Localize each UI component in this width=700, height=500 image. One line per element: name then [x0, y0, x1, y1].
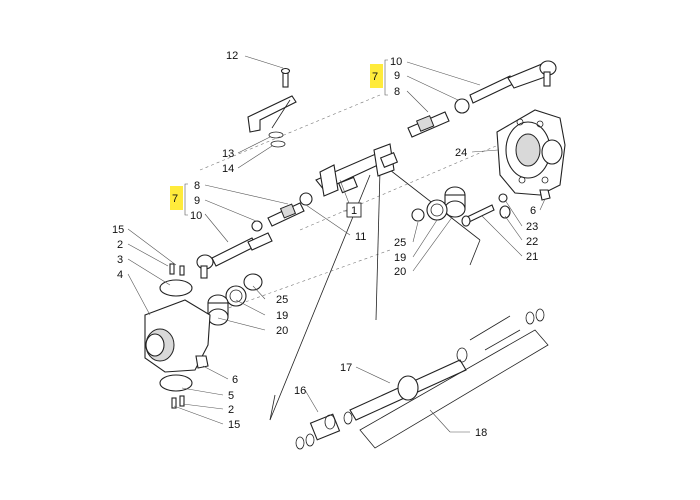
reference-box-1	[346, 202, 362, 218]
center-bracket	[315, 143, 399, 197]
right-inner-rod	[407, 111, 450, 138]
shaft-housing-18	[359, 315, 549, 449]
callout-2-bottom: 2	[228, 404, 234, 416]
callout-25-left: 25	[276, 294, 288, 306]
ref7-highlight-upper	[370, 64, 383, 88]
callout-7-upper: 7	[372, 71, 378, 83]
callout-2-top: 2	[117, 239, 123, 251]
callout-19-right: 19	[394, 252, 406, 264]
left-tie-rod	[196, 232, 273, 279]
left-sleeve	[299, 192, 313, 206]
callout-1: 1	[351, 205, 357, 217]
bracket-12	[247, 95, 297, 133]
callout-12: 12	[226, 50, 238, 62]
flange-lower	[159, 374, 193, 392]
callout-7-left: 7	[172, 193, 178, 205]
callout-23: 23	[526, 221, 538, 233]
left-knuckle	[144, 299, 211, 373]
callout-3: 3	[117, 254, 123, 266]
callout-24: 24	[455, 147, 467, 159]
callout-22: 22	[526, 236, 538, 248]
callout-11: 11	[355, 231, 366, 243]
ring-19-left	[225, 285, 247, 307]
bushing-20-left	[207, 294, 229, 326]
right-axle-housing	[496, 109, 566, 196]
callout-8-left: 8	[194, 180, 200, 192]
callout-9-upper: 9	[394, 70, 400, 82]
bushing-20-upper	[444, 186, 466, 218]
orings-lower	[295, 308, 545, 450]
callout-15-top: 15	[112, 224, 124, 236]
callout-9-left: 9	[194, 195, 200, 207]
left-inner-rod	[267, 202, 305, 227]
callout-5: 5	[228, 390, 234, 402]
right-tie-rod	[469, 60, 557, 104]
callout-16: 16	[294, 385, 306, 397]
callout-25-right: 25	[394, 237, 406, 249]
bolts-left-top	[169, 263, 185, 276]
spring-washers-13-14	[268, 131, 286, 148]
bolt-12	[280, 67, 291, 88]
nut-6-left	[195, 355, 209, 369]
bolt-21	[461, 204, 495, 227]
bolts-left-bottom	[171, 395, 185, 409]
right-sleeve	[454, 98, 470, 114]
callout-8-upper: 8	[394, 86, 400, 98]
bushing-25-left	[243, 273, 263, 291]
callout-20-left: 20	[276, 325, 288, 337]
callout-17: 17	[340, 362, 352, 374]
nut-6-right	[539, 189, 551, 201]
callout-10-upper: 10	[390, 56, 402, 68]
ring-25-upper	[411, 208, 425, 222]
flange-upper	[159, 279, 193, 297]
coupling-16	[309, 413, 341, 441]
callout-18: 18	[475, 427, 487, 439]
callout-15-bottom: 15	[228, 419, 240, 431]
callout-19-left: 19	[276, 310, 288, 322]
callout-20-right: 20	[394, 266, 406, 278]
leader-lines	[127, 55, 546, 433]
callout-4: 4	[117, 269, 123, 281]
ref7-highlight-left	[170, 186, 183, 210]
washer-22	[499, 205, 511, 219]
callout-6-left: 6	[232, 374, 238, 386]
callout-13: 13	[222, 148, 234, 160]
ring-19-upper	[426, 199, 448, 221]
drive-shaft-17	[349, 347, 468, 421]
callout-21: 21	[526, 251, 538, 263]
callout-labels: 12 13 14 10 9 8 7 24 6 23 22 21 1 11 8 9…	[112, 50, 538, 439]
callout-10-left: 10	[190, 210, 202, 222]
callout-14: 14	[222, 163, 234, 175]
washer-9-left	[251, 220, 263, 232]
callout-6-right: 6	[530, 205, 536, 217]
